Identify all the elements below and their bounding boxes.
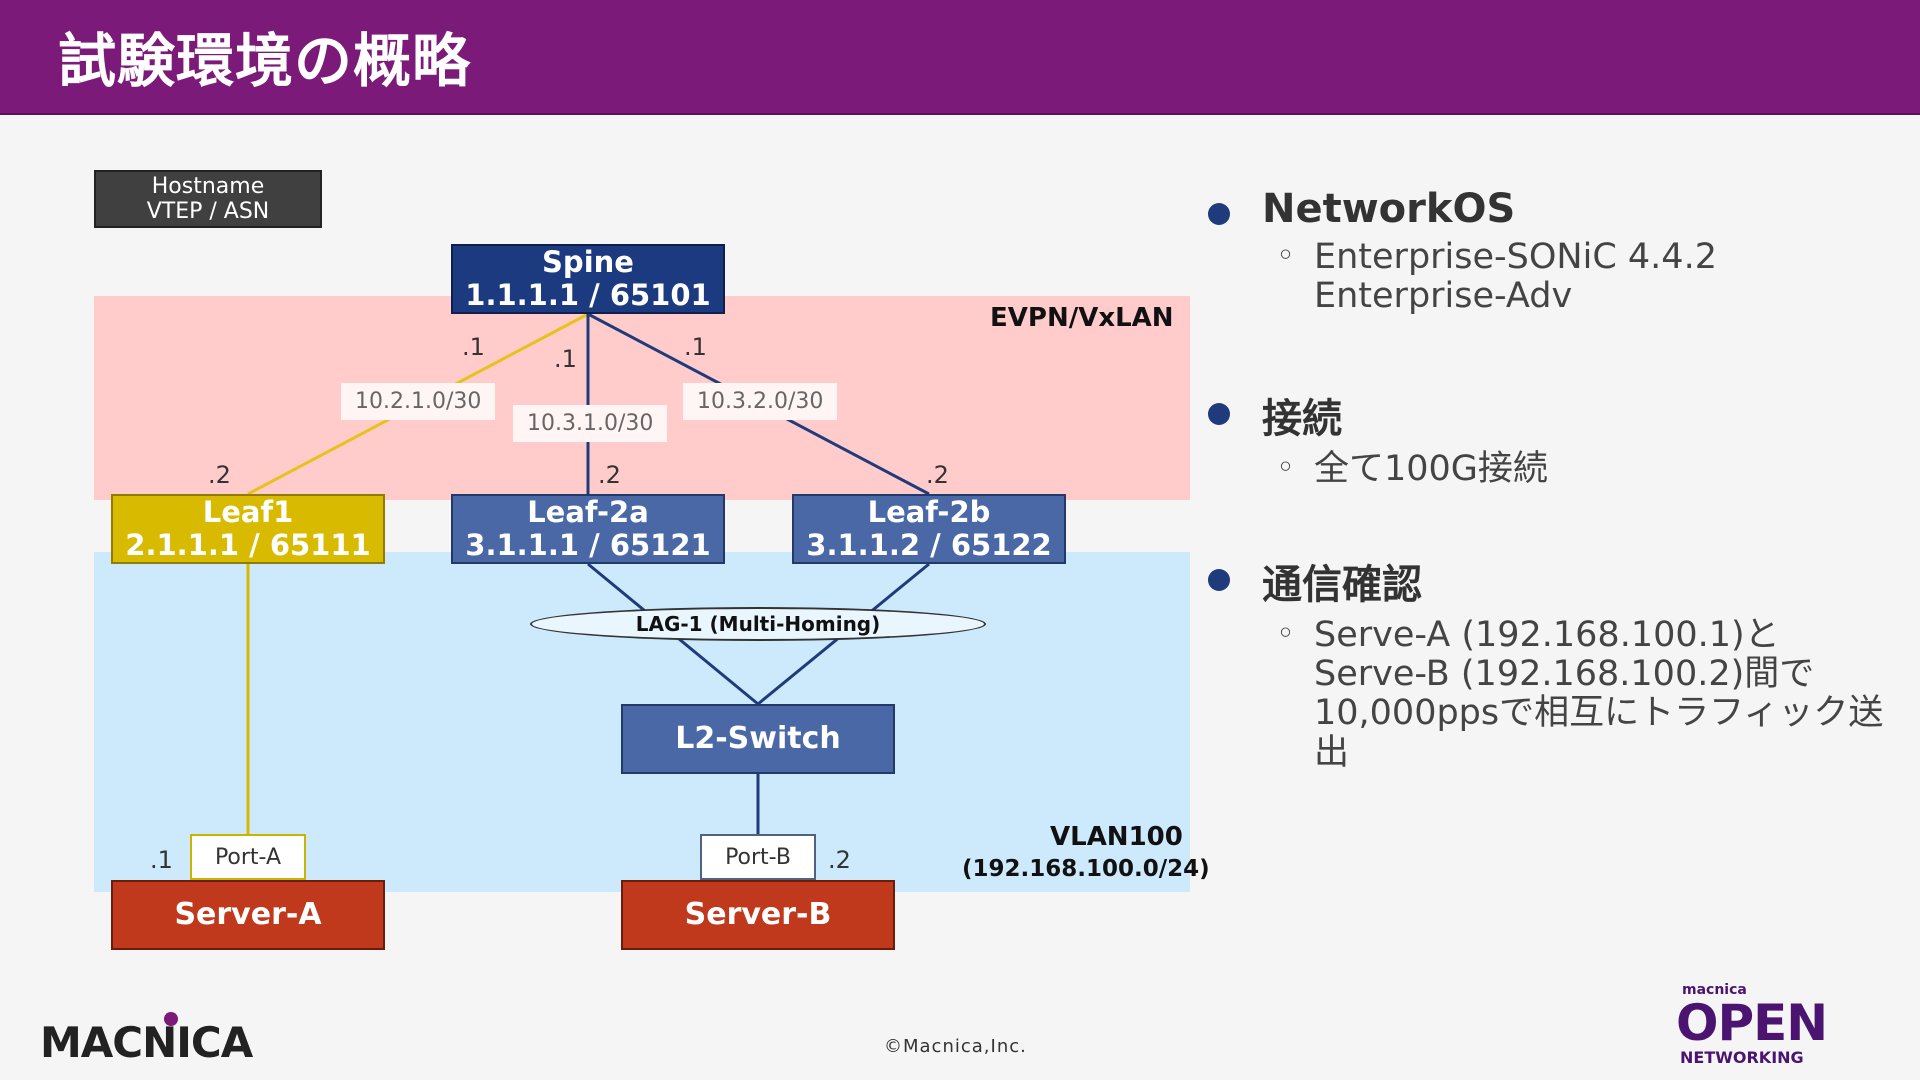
section-traffic-test: 通信確認 Serve-A (192.168.100.1)と Serve-B (1…	[1208, 552, 1908, 773]
section-traffic-test-line-1: Serve-A (192.168.100.1)と	[1314, 615, 1780, 655]
title-bar: 試験環境の概略	[0, 0, 1920, 115]
subnet-label-3: 10.3.2.0/30	[683, 383, 838, 420]
node-leaf1-id: 2.1.1.1 / 65111	[125, 528, 371, 562]
node-leaf2a-name: Leaf-2a	[527, 494, 649, 529]
evpn-zone	[94, 296, 1190, 500]
section-connection: 接続 全て100G接続	[1208, 386, 1548, 489]
ip-spine-leaf1: .1	[462, 333, 485, 361]
node-spine[interactable]: Spine 1.1.1.1 / 65101	[451, 244, 725, 314]
node-spine-name: Spine	[542, 244, 634, 279]
section-traffic-test-line-3: 10,000ppsで相互にトラフィック送出	[1314, 693, 1884, 773]
section-traffic-test-body: Serve-A (192.168.100.1)と Serve-B (192.16…	[1208, 615, 1908, 773]
node-leaf1-name: Leaf1	[202, 494, 294, 529]
subnet-label-1: 10.2.1.0/30	[341, 383, 496, 420]
section-traffic-test-heading: 通信確認	[1208, 552, 1908, 610]
ip-leaf2b: .2	[926, 461, 949, 489]
port-b: Port-B	[700, 834, 816, 880]
node-server-b-name: Server-B	[684, 896, 832, 932]
node-l2-switch[interactable]: L2-Switch	[621, 704, 895, 774]
ip-spine-leaf2a: .1	[554, 345, 577, 373]
section-networkos-line-2: Enterprise-Adv	[1314, 276, 1573, 317]
macnica-logo-dot	[164, 1012, 178, 1026]
vlan-subnet-label: (192.168.100.0/24)	[962, 856, 1210, 882]
section-networkos-line-1: Enterprise-SONiC 4.4.2	[1314, 237, 1717, 277]
subnet-label-2: 10.3.1.0/30	[513, 405, 668, 442]
node-leaf2b-id: 3.1.1.2 / 65122	[806, 528, 1052, 562]
section-connection-heading: 接続	[1208, 386, 1548, 444]
section-traffic-test-line-2: Serve-B (192.168.100.2)間で	[1314, 654, 1815, 695]
section-networkos-heading: NetworkOS	[1208, 186, 1717, 232]
node-leaf2b-name: Leaf-2b	[867, 494, 991, 529]
node-server-a-name: Server-A	[174, 896, 322, 932]
section-networkos-body: Enterprise-SONiC 4.4.2 Enterprise-Adv	[1208, 237, 1717, 317]
ip-leaf1: .2	[208, 461, 231, 489]
section-networkos: NetworkOS Enterprise-SONiC 4.4.2 Enterpr…	[1208, 186, 1717, 316]
node-server-a[interactable]: Server-A	[111, 880, 385, 950]
node-leaf1[interactable]: Leaf1 2.1.1.1 / 65111	[111, 494, 385, 564]
open-logo-networking: NETWORKING	[1680, 1048, 1804, 1067]
legend-hostname: Hostname	[151, 173, 265, 199]
node-spine-id: 1.1.1.1 / 65101	[465, 278, 711, 312]
legend-vtep-asn: VTEP / ASN	[146, 199, 270, 224]
legend-box: Hostname VTEP / ASN	[94, 170, 322, 228]
evpn-zone-label: EVPN/VxLAN	[990, 303, 1174, 333]
ip-spine-leaf2b: .1	[684, 333, 707, 361]
ip-leaf2a: .2	[598, 461, 621, 489]
ip-server-b: .2	[828, 846, 851, 874]
node-l2-switch-name: L2-Switch	[675, 720, 841, 756]
lag-ellipse: LAG-1 (Multi-Homing)	[530, 607, 986, 641]
vlan-zone-label: VLAN100	[1050, 822, 1183, 852]
port-a: Port-A	[190, 834, 306, 880]
copyright-text: ©Macnica,Inc.	[884, 1036, 1027, 1057]
node-leaf2a[interactable]: Leaf-2a 3.1.1.1 / 65121	[451, 494, 725, 564]
open-logo-open: OPEN	[1676, 994, 1828, 1052]
section-connection-body: 全て100G接続	[1208, 449, 1548, 489]
ip-server-a: .1	[150, 846, 173, 874]
open-logo-macnica: macnica	[1682, 982, 1747, 998]
node-leaf2a-id: 3.1.1.1 / 65121	[465, 528, 711, 562]
macnica-logo: MACNICA	[40, 1018, 253, 1067]
section-connection-line-1: 全て100G接続	[1314, 449, 1548, 489]
node-leaf2b[interactable]: Leaf-2b 3.1.1.2 / 65122	[792, 494, 1066, 564]
page-title: 試験環境の概略	[58, 27, 472, 95]
open-networking-logo: macnica OPEN NETWORKING	[1676, 982, 1828, 1067]
node-server-b[interactable]: Server-B	[621, 880, 895, 950]
